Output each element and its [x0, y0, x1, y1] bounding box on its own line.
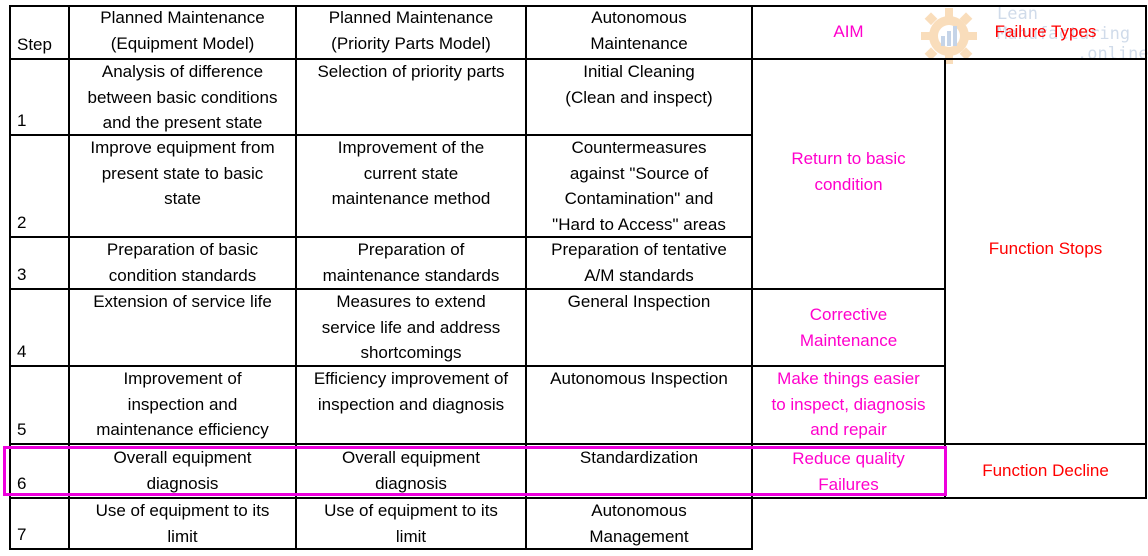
aim-reduce-quality-failures: Reduce quality Failures — [792, 449, 905, 494]
autonomous-maintenance-cell: General Inspection — [567, 292, 711, 311]
priority-parts-cell: Use of equipment to its limit — [324, 501, 498, 546]
autonomous-maintenance-cell: Standardization — [579, 448, 699, 467]
equipment-model-cell: Improve equipment from present state to … — [90, 138, 275, 208]
step-number: 6 — [17, 473, 27, 493]
autonomous-maintenance-cell: Autonomous Inspection — [550, 369, 728, 388]
equipment-model-cell: Preparation of basic condition standards — [106, 240, 259, 285]
logo-word-lean: Lean — [997, 4, 1038, 24]
header-equipment-model: Planned Maintenance (Equipment Model) — [100, 8, 265, 53]
step-number: 3 — [17, 264, 27, 284]
table-rule — [9, 134, 753, 136]
priority-parts-cell: Overall equipment diagnosis — [342, 448, 480, 493]
autonomous-maintenance-cell: Countermeasures against "Source of Conta… — [552, 138, 726, 234]
table-rule — [68, 5, 70, 550]
equipment-model-cell: Improvement of inspection and maintenanc… — [96, 369, 269, 439]
aim-corrective-maintenance: Corrective Maintenance — [799, 305, 898, 350]
aim-make-easier: Make things easier to inspect, diagnosis… — [771, 369, 926, 439]
autonomous-maintenance-cell: Autonomous Management — [589, 501, 689, 546]
table-rule — [9, 5, 1147, 7]
table-rule — [295, 5, 297, 550]
table-rule — [9, 236, 753, 238]
table-rule — [525, 5, 527, 550]
table-rule — [9, 58, 1147, 60]
table-rule — [9, 288, 946, 290]
header-step: Step — [17, 34, 52, 54]
aim-return-to-basic: Return to basic condition — [791, 149, 906, 194]
table-rule — [944, 60, 946, 498]
header-priority-parts-model: Planned Maintenance (Priority Parts Mode… — [328, 8, 494, 53]
header-aim: AIM — [833, 22, 864, 41]
step-6-highlight-box — [3, 446, 947, 496]
equipment-model-cell: Analysis of difference between basic con… — [87, 62, 278, 132]
table-rule — [9, 5, 11, 550]
failure-function-decline: Function Decline — [982, 461, 1109, 480]
step-number: 5 — [17, 419, 27, 439]
step-number: 1 — [17, 110, 27, 130]
failure-function-stops: Function Stops — [988, 239, 1103, 258]
priority-parts-cell: Efficiency improvement of inspection and… — [313, 369, 509, 414]
step-number: 2 — [17, 212, 27, 232]
autonomous-maintenance-cell: Preparation of tentative A/M standards — [551, 240, 727, 285]
table-rule — [9, 497, 1147, 499]
priority-parts-cell: Measures to extend service life and addr… — [321, 292, 501, 362]
logo-word-manufacturing: Manufacturing — [997, 24, 1131, 44]
header-failure-types: Failure Types — [994, 22, 1097, 41]
equipment-model-cell: Overall equipment diagnosis — [113, 448, 252, 493]
table-rule — [9, 443, 1147, 445]
equipment-model-cell: Use of equipment to its limit — [95, 501, 270, 546]
table-rule — [9, 365, 946, 367]
priority-parts-cell: Improvement of the current state mainten… — [331, 138, 491, 208]
equipment-model-cell: Extension of service life — [93, 292, 272, 311]
table-rule — [9, 548, 753, 550]
priority-parts-cell: Preparation of maintenance standards — [322, 240, 500, 285]
step-number: 4 — [17, 341, 27, 361]
autonomous-maintenance-cell: Initial Cleaning (Clean and inspect) — [565, 62, 713, 107]
priority-parts-cell: Selection of priority parts — [317, 62, 505, 81]
step-number: 7 — [17, 524, 27, 544]
lean-manufacturing-logo: Lean Manufacturing .online — [915, 2, 1148, 66]
table-rule — [1145, 5, 1147, 499]
table-rule — [751, 5, 753, 550]
header-autonomous-maintenance: Autonomous Maintenance — [590, 8, 688, 53]
